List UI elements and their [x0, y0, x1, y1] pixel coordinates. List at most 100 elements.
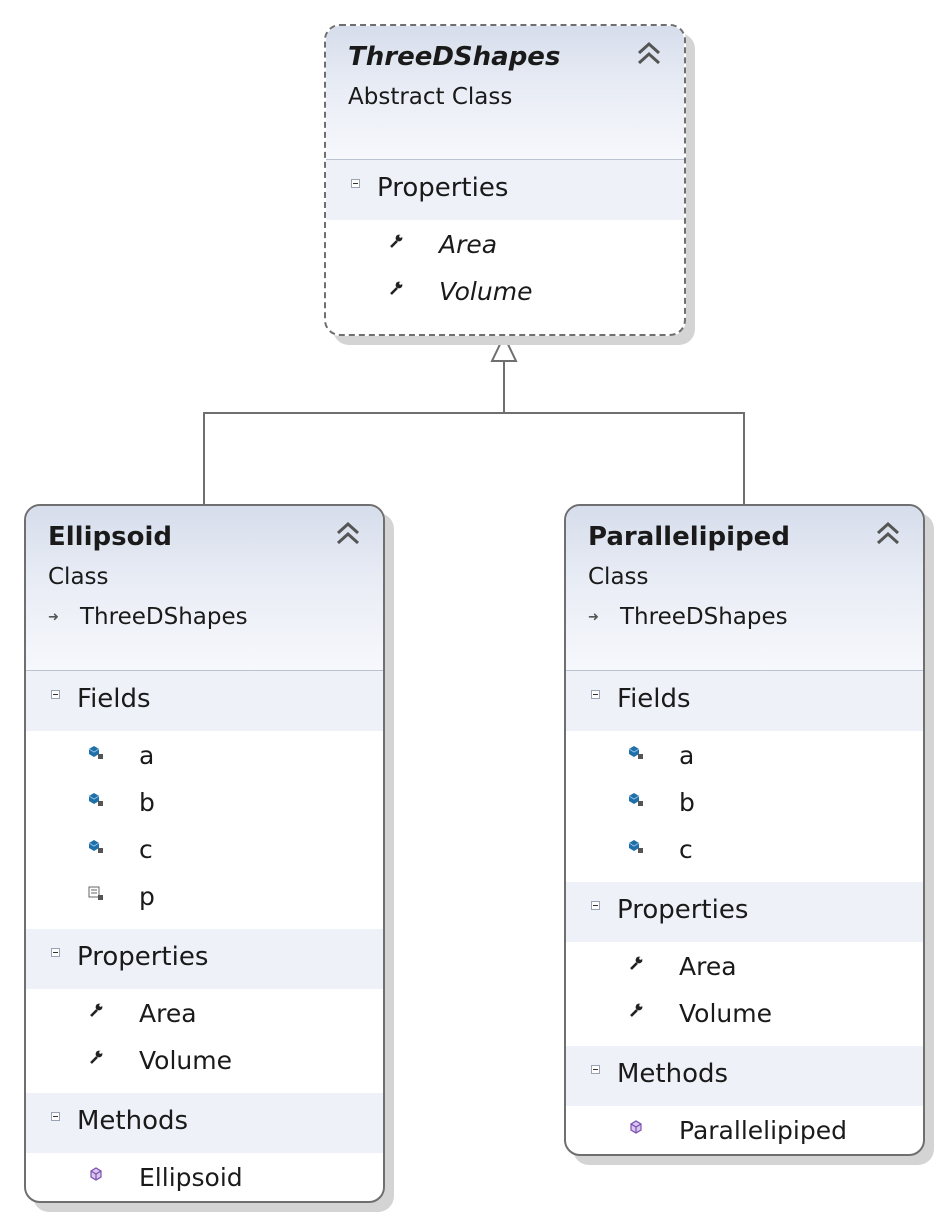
fields-compartment-header[interactable]: Fields — [26, 671, 383, 731]
collapse-minus-icon[interactable] — [51, 948, 60, 957]
threedshapes-header: ThreeDShapes Abstract Class — [326, 26, 684, 160]
parallelipiped-class-box[interactable]: Parallelipiped Class ➜ ThreeDShapes Fiel… — [564, 504, 925, 1156]
wrench-property-icon — [90, 1050, 103, 1064]
wrench-property-icon — [390, 281, 403, 295]
field-name: p — [139, 882, 155, 911]
field-name: b — [679, 788, 695, 817]
threedshapes-class-box[interactable]: ThreeDShapes Abstract Class Properties A… — [324, 24, 686, 336]
collapse-minus-icon[interactable] — [351, 179, 360, 188]
field-name: c — [679, 835, 693, 864]
property-list: Area Volume — [26, 989, 383, 1093]
class-kind: Abstract Class — [348, 84, 513, 110]
collapse-minus-icon[interactable] — [591, 690, 600, 699]
field-list: a b c — [26, 731, 383, 929]
property-name: Area — [679, 952, 737, 981]
fields-compartment: Fields a b — [26, 671, 383, 929]
field-name: b — [139, 788, 155, 817]
compartment-label: Properties — [617, 895, 749, 925]
private-constant-icon — [88, 886, 103, 900]
property-name: Volume — [139, 1046, 232, 1075]
ellipsoid-header: Ellipsoid Class ➜ ThreeDShapes — [26, 506, 383, 671]
compartment-label: Methods — [617, 1059, 729, 1089]
inherits-arrow-icon: ➜ — [48, 609, 59, 625]
ellipsoid-inheritance-line — [203, 361, 505, 504]
compartment-label: Properties — [377, 173, 509, 203]
private-field-icon — [628, 840, 643, 853]
properties-compartment: Properties Area Volume — [26, 929, 383, 1093]
collapse-minus-icon[interactable] — [591, 1065, 600, 1074]
class-kind: Class — [48, 564, 109, 590]
parallelipiped-header: Parallelipiped Class ➜ ThreeDShapes — [566, 506, 923, 671]
method-cube-icon — [90, 1167, 102, 1181]
inherits-arrow-icon: ➜ — [588, 609, 599, 625]
property-name: Volume — [439, 277, 533, 306]
methods-compartment: Methods Parallelipiped — [566, 1046, 923, 1154]
base-class-name: ThreeDShapes — [80, 604, 248, 630]
wrench-property-icon — [630, 1003, 643, 1017]
ellipsoid-class-box[interactable]: Ellipsoid Class ➜ ThreeDShapes Fields a — [24, 504, 385, 1203]
method-name: Ellipsoid — [139, 1163, 243, 1192]
properties-compartment: Properties Area Volume — [566, 882, 923, 1046]
wrench-property-icon — [90, 1003, 103, 1017]
compartment-label: Properties — [77, 942, 209, 972]
base-class: ➜ ThreeDShapes — [48, 604, 248, 630]
class-name: Parallelipiped — [588, 522, 790, 552]
collapse-minus-icon[interactable] — [51, 1112, 60, 1121]
property-name: Volume — [679, 999, 772, 1028]
class-kind: Class — [588, 564, 649, 590]
property-row[interactable]: Area — [26, 993, 383, 1040]
properties-compartment-header[interactable]: Properties — [566, 882, 923, 942]
collapse-minus-icon[interactable] — [51, 690, 60, 699]
method-row[interactable]: Ellipsoid — [26, 1157, 383, 1201]
methods-compartment-header[interactable]: Methods — [566, 1046, 923, 1106]
wrench-property-icon — [630, 956, 643, 970]
properties-compartment-header[interactable]: Properties — [326, 160, 684, 220]
property-list: Area Volume — [566, 942, 923, 1046]
field-row[interactable]: a — [566, 735, 923, 782]
fields-compartment-header[interactable]: Fields — [566, 671, 923, 731]
property-row[interactable]: Volume — [566, 993, 923, 1040]
method-list: Ellipsoid — [26, 1153, 383, 1201]
method-cube-icon — [630, 1120, 642, 1134]
property-row[interactable]: Volume — [26, 1040, 383, 1087]
field-name: a — [139, 741, 155, 770]
inheritance-arrowhead — [490, 333, 518, 362]
double-chevron-up-icon[interactable] — [335, 520, 361, 548]
methods-compartment-header[interactable]: Methods — [26, 1093, 383, 1153]
property-name: Area — [439, 230, 498, 259]
property-list: Area Volume — [326, 220, 684, 324]
compartment-label: Methods — [77, 1106, 189, 1136]
field-row[interactable]: p — [26, 876, 383, 923]
field-row[interactable]: c — [566, 829, 923, 876]
field-row[interactable]: a — [26, 735, 383, 782]
fields-compartment: Fields a b — [566, 671, 923, 882]
double-chevron-up-icon[interactable] — [875, 520, 901, 548]
private-field-icon — [88, 746, 103, 759]
method-list: Parallelipiped — [566, 1106, 923, 1154]
property-row[interactable]: Volume — [326, 271, 684, 318]
properties-compartment: Properties Area Volume — [326, 160, 684, 324]
private-field-icon — [628, 746, 643, 759]
property-row[interactable]: Area — [326, 224, 684, 271]
double-chevron-up-icon[interactable] — [636, 40, 662, 68]
field-name: c — [139, 835, 153, 864]
wrench-property-icon — [390, 234, 403, 248]
compartment-label: Fields — [617, 684, 691, 714]
properties-compartment-header[interactable]: Properties — [26, 929, 383, 989]
private-field-icon — [628, 793, 643, 806]
field-row[interactable]: c — [26, 829, 383, 876]
property-name: Area — [139, 999, 197, 1028]
method-name: Parallelipiped — [679, 1116, 847, 1145]
field-name: a — [679, 741, 695, 770]
method-row[interactable]: Parallelipiped — [566, 1110, 923, 1154]
class-name: ThreeDShapes — [348, 42, 561, 72]
property-row[interactable]: Area — [566, 946, 923, 993]
methods-compartment: Methods Ellipsoid — [26, 1093, 383, 1201]
collapse-minus-icon[interactable] — [591, 901, 600, 910]
base-class: ➜ ThreeDShapes — [588, 604, 788, 630]
field-row[interactable]: b — [26, 782, 383, 829]
base-class-name: ThreeDShapes — [620, 604, 788, 630]
compartment-label: Fields — [77, 684, 151, 714]
field-row[interactable]: b — [566, 782, 923, 829]
